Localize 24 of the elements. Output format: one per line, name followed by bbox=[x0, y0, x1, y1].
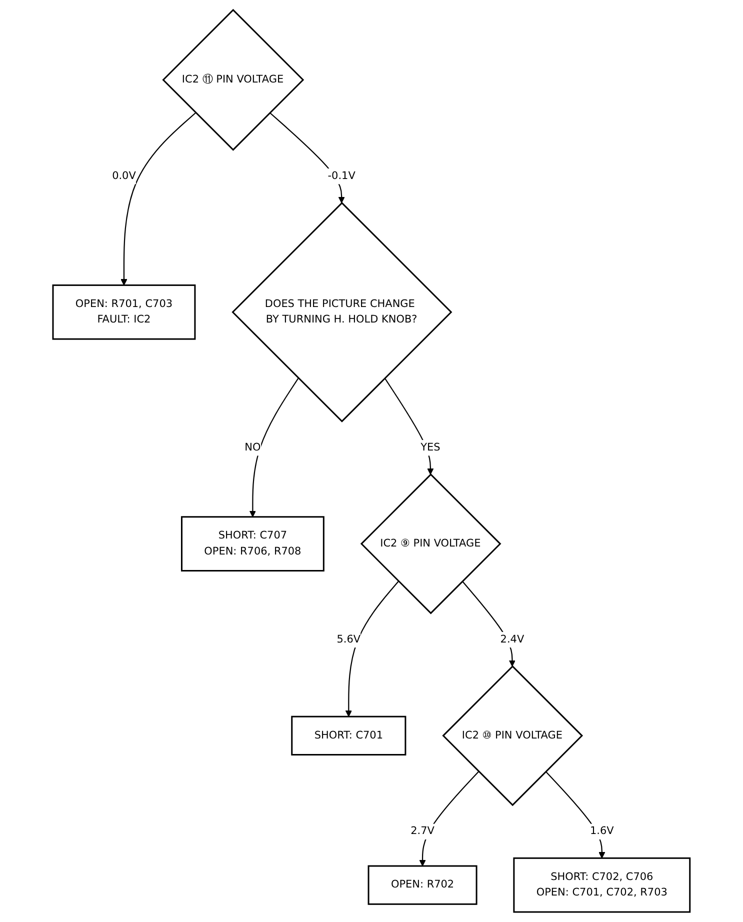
arrow bbox=[545, 771, 606, 858]
node-diamond: IC2 ⑩ PIN VOLTAGE bbox=[442, 665, 584, 806]
edge-label: 0.0V bbox=[112, 170, 136, 182]
node-diamond: IC2 ⑨ PIN VOLTAGE bbox=[360, 473, 502, 614]
edge-label: 1.6V bbox=[590, 825, 614, 838]
node-box: SHORT: C701 bbox=[291, 716, 406, 756]
node-box: OPEN: R702 bbox=[368, 865, 478, 905]
edge-label: NO bbox=[244, 442, 261, 454]
edge-label: 2.7V bbox=[410, 825, 434, 838]
edge-label: 5.6V bbox=[336, 633, 361, 646]
arrow bbox=[384, 378, 434, 475]
arrow bbox=[120, 112, 196, 286]
edge-label: -0.1V bbox=[328, 170, 356, 182]
node-box: SHORT: C707 OPEN: R706, R708 bbox=[181, 516, 324, 572]
node-diamond: DOES THE PICTURE CHANGE BY TURNING H. HOLD KNOB? bbox=[232, 202, 452, 422]
edge-label: YES bbox=[420, 442, 440, 454]
node-box: SHORT: C702, C706 OPEN: C701, C702, R703 bbox=[513, 857, 691, 913]
arrow bbox=[249, 378, 299, 518]
arrow bbox=[462, 580, 516, 667]
node-box: OPEN: R701, C703 FAULT: IC2 bbox=[52, 284, 196, 340]
edge-label: 2.4V bbox=[500, 633, 524, 646]
arrow bbox=[419, 771, 480, 866]
arrow bbox=[345, 580, 399, 717]
node-diamond: IC2 ⑪ PIN VOLTAGE bbox=[162, 8, 304, 151]
